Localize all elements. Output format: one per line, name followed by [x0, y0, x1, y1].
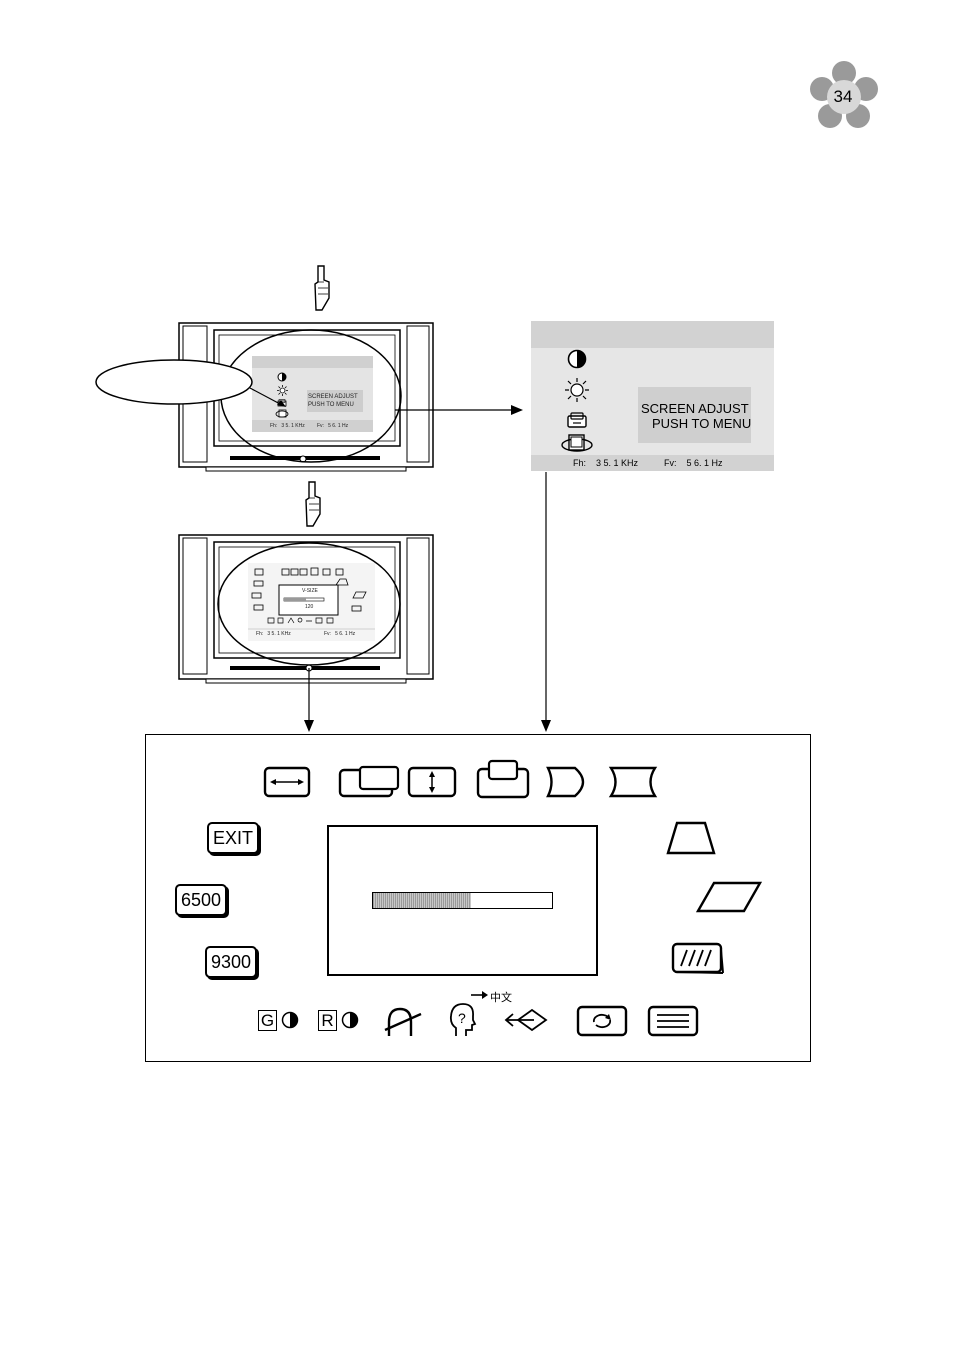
tv-top-osd-fv: Fv: 5 6. 1 Hz	[317, 423, 349, 429]
green-contrast-icon	[281, 1011, 299, 1029]
language-arrow-icon	[471, 991, 488, 999]
callout-bubble	[95, 359, 286, 407]
degauss-icon	[384, 1007, 422, 1036]
parallelogram-icon	[695, 881, 763, 913]
trapezoid-icon	[666, 821, 716, 855]
red-gain-label: R	[318, 1010, 337, 1031]
svg-text:?: ?	[458, 1010, 466, 1026]
tv-bottom-osd: V-SIZE 120 Fh: 3 5. 1 KHz Fv: 5 6. 1 Hz	[248, 563, 375, 641]
tv-bottom-osd-value: 120	[305, 604, 314, 610]
rotation-icon	[561, 434, 593, 452]
tv-top-osd-message-1: SCREEN ADJUST	[308, 394, 358, 400]
osd-position-icon	[647, 1005, 699, 1037]
language-icon: ?	[449, 1003, 477, 1036]
rotation-icon	[275, 409, 289, 418]
exit-button: EXIT	[207, 822, 259, 854]
tv-top-osd-fh: Fh: 3 5. 1 KHz	[270, 423, 305, 429]
brightness-icon	[565, 378, 589, 402]
arrow-to-osd-detail	[395, 405, 523, 415]
adjustment-bar	[372, 892, 553, 909]
barrel-icon	[608, 766, 658, 798]
osd-detail-message-1: SCREEN ADJUST	[641, 401, 749, 416]
green-gain-label: G	[258, 1010, 277, 1031]
tv-bottom-osd-fv: Fv: 5 6. 1 Hz	[324, 631, 356, 637]
pincushion-icon	[546, 766, 585, 798]
pointing-hand-icon	[314, 265, 330, 311]
arrow-down-left	[304, 668, 314, 732]
h-position-icon	[338, 765, 400, 798]
preset-6500-button: 6500	[175, 884, 227, 916]
tv-top-osd-message-2: PUSH TO MENU	[308, 402, 354, 408]
adjustment-bar-fill	[373, 893, 472, 908]
tv-bottom-osd-title: V-SIZE	[302, 588, 318, 594]
moire-icon	[671, 942, 724, 974]
tv-bottom-osd-fh: Fh: 3 5. 1 KHz	[256, 631, 291, 637]
osd-detail-fh: Fh: 3 5. 1 KHz	[573, 458, 639, 468]
tv-bottom-highlight-ellipse	[217, 542, 401, 666]
v-size-icon	[407, 766, 457, 798]
tv-top-osd: SCREEN ADJUST PUSH TO MENU Fh: 3 5. 1 KH…	[252, 356, 373, 432]
contrast-icon	[567, 349, 587, 369]
osd-icons-miniature	[248, 567, 375, 630]
page-number: 34	[833, 87, 853, 106]
v-position-icon	[476, 759, 530, 799]
rotation-icon	[576, 1005, 628, 1037]
red-contrast-icon	[341, 1011, 359, 1029]
contrast-icon	[277, 372, 287, 382]
brightness-icon	[277, 385, 288, 396]
preset-9300-button: 9300	[205, 946, 257, 978]
page-number-flower-icon	[810, 61, 878, 128]
screen-adjust-icon	[567, 412, 587, 428]
osd-detail-message-2: PUSH TO MENU	[652, 416, 752, 431]
osd-detail-panel: SCREEN ADJUST PUSH TO MENU Fh: 3 5. 1 KH…	[531, 321, 774, 471]
pointing-hand-icon	[305, 481, 321, 527]
h-size-icon	[263, 766, 311, 798]
menu-icon-panel	[145, 734, 811, 1062]
osd-detail-fv: Fv: 5 6. 1 Hz	[664, 458, 723, 468]
arrow-down-right	[541, 472, 551, 732]
language-label: 中文	[490, 992, 512, 1004]
recall-icon	[504, 1008, 548, 1032]
